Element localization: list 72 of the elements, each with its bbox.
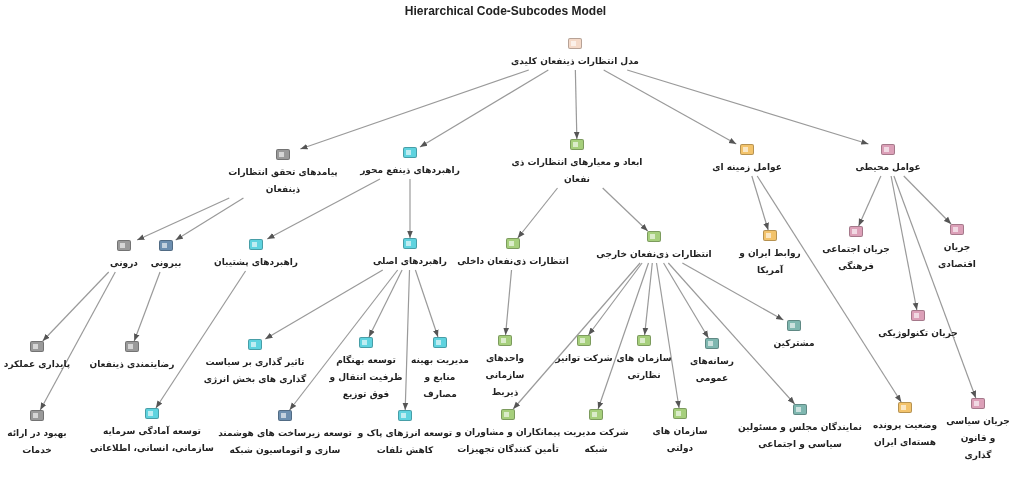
arrow: [573, 69, 580, 140]
arrow: [626, 69, 870, 145]
arrow: [407, 178, 413, 239]
arrow: [517, 187, 559, 239]
code-label: توسعه بهنگام ظرفیت انتقال و فوق توزیع: [328, 354, 404, 402]
code-label: جریان اجتماعی فرهنگی: [821, 243, 891, 274]
code-label: بهبود در ارائه خدمات: [6, 427, 68, 457]
arrow: [642, 262, 653, 336]
code-label: رضایتمندی ذینفعان: [89, 358, 175, 372]
arrow: [503, 269, 513, 336]
code-label: سازمان های نظارتی: [616, 352, 672, 382]
code-label: پیمانکاران و مشاوران و تأمین کنندگان تجهیزات: [454, 426, 562, 457]
code-label: راهبردهای پشتیبان: [214, 256, 298, 270]
arrow: [667, 262, 796, 405]
arrow: [39, 271, 116, 411]
arrow: [603, 69, 737, 145]
arrow: [264, 269, 384, 340]
arrow: [587, 262, 643, 336]
code-label: مدل انتظارات ذینفعان کلیدی: [511, 55, 639, 68]
code-label: راهبردهای اصلی: [373, 255, 447, 269]
arrow: [299, 69, 530, 150]
code-label: سازمان های دولتی: [651, 425, 709, 455]
arrow: [903, 175, 952, 225]
code-label: عوامل محیطی: [855, 161, 921, 174]
code-label: واحدهای سازمانی ذیربط: [484, 352, 526, 399]
arrow: [289, 269, 399, 411]
code-label: انتظارات ذی‌نفعان داخلی: [457, 255, 569, 269]
code-label: نمایندگان مجلس و مسئولین سیاسی و اجتماعی: [737, 421, 863, 452]
code-label: ابعاد و معیارهای انتظارات ذی نفعان: [510, 156, 644, 186]
code-label: توسعه انرژهای پاک و کاهش تلفات: [357, 427, 453, 458]
code-label: انتظارات ذی‌نفعان خارجی: [596, 248, 712, 262]
arrow: [133, 271, 161, 342]
code-label: روابط ایران و آمریکا: [738, 247, 802, 277]
arrow: [266, 178, 381, 240]
code-label: بیرونی: [150, 257, 182, 270]
arrow: [175, 197, 245, 241]
arrow: [756, 175, 902, 403]
code-label: وضعیت پرونده هسته‌ای ایران: [871, 419, 939, 449]
code-label: مشترکین: [773, 337, 815, 351]
arrow: [155, 270, 247, 409]
code-label: درونی: [110, 257, 138, 271]
code-label: مدیریت بهینه منابع و مصارف: [410, 354, 470, 401]
code-label: شرکت توانیر: [555, 352, 613, 366]
arrow: [42, 271, 110, 342]
code-label: توسعه آمادگی سرمایه سازمانی، انسانی، اطلاعاتی: [89, 424, 215, 456]
code-label: جریان تکنولوژیکی: [878, 327, 958, 341]
arrow: [858, 175, 882, 227]
diagram-title: Hierarchical Code-Subcodes Model: [403, 4, 608, 18]
arrow: [402, 269, 411, 411]
arrow: [597, 262, 650, 410]
arrow: [681, 262, 784, 321]
code-label: پایداری عملکرد: [3, 358, 71, 372]
arrow: [368, 269, 403, 338]
code-label: راهبردهای ذینفع محور: [360, 164, 460, 178]
arrow: [136, 197, 230, 241]
arrow: [893, 175, 977, 399]
arrow: [751, 175, 769, 231]
arrow: [662, 262, 709, 339]
code-label: عوامل زمینه ای: [712, 161, 782, 174]
code-label: جریان اقتصادی: [937, 241, 977, 271]
code-label: تاثیر گذاری بر سیاست گذاری های بخش انرژی: [202, 356, 308, 387]
arrow: [602, 187, 649, 232]
code-label: پیامدهای تحقق انتظارات ذینفعان: [227, 166, 339, 196]
code-label: رسانه‌های عمومی: [688, 355, 736, 386]
arrow: [419, 69, 549, 148]
code-label: شرکت مدیریت شبکه: [562, 426, 630, 456]
arrow: [890, 175, 919, 311]
code-label: توسعه زیرساخت های هوشمند سازی و اتوماسیون شبکه: [217, 427, 353, 457]
code-label: جریان سیاسی و قانون گذاری: [946, 415, 1010, 462]
arrow: [512, 262, 641, 410]
arrow: [655, 262, 681, 409]
arrow: [414, 269, 439, 338]
